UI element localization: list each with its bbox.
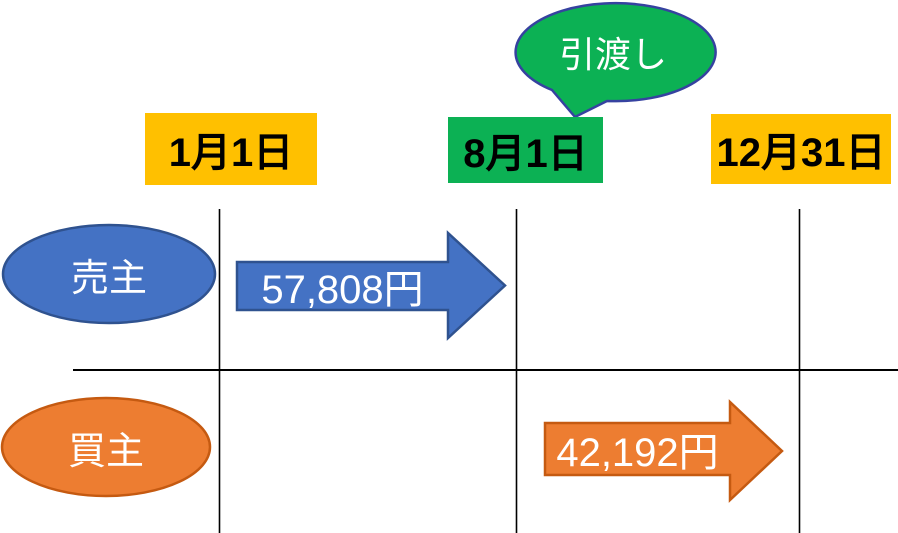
buyer-amount-arrow [543, 399, 784, 503]
handover-callout-bubble [514, 1, 717, 119]
date-box-aug1 [448, 117, 603, 183]
seller-ellipse [1, 223, 217, 325]
date-box-jan1 [145, 113, 317, 185]
seller-amount-arrow [235, 230, 507, 341]
date-box-dec31 [711, 114, 891, 184]
buyer-ellipse [0, 396, 212, 498]
